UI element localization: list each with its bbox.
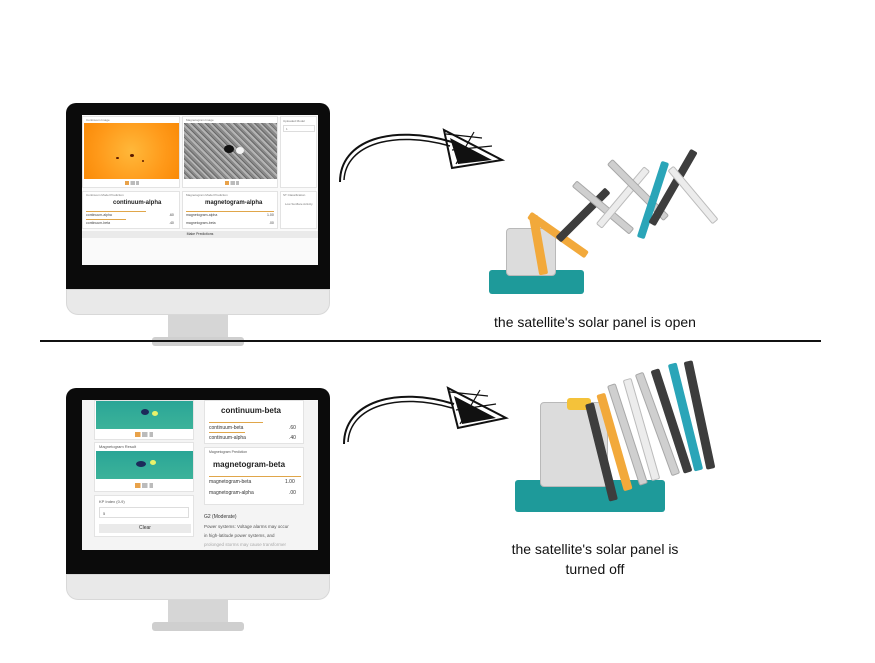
prediction-row-value: .60 xyxy=(169,213,174,217)
magnetogram-prediction-panel: Magnetogram Prediction magnetogram-beta … xyxy=(204,447,304,505)
satellite-model-open xyxy=(484,140,734,300)
top-monitor: Continuum Image Magnetogram Image Upload… xyxy=(66,103,330,346)
confidence-bar xyxy=(209,422,263,423)
continuum-result-image xyxy=(96,401,193,429)
storm-description-line: Power systems: Voltage alarms may occur xyxy=(204,524,289,529)
magnetogram-prediction-heading: magnetogram-beta xyxy=(213,460,286,469)
confidence-bar xyxy=(186,211,274,212)
prediction-row-label: magnetogram-alpha xyxy=(209,490,254,496)
solar-panel-beam xyxy=(667,165,719,225)
section-divider xyxy=(40,340,821,342)
caption-bottom-line1: the satellite's solar panel is xyxy=(511,541,679,557)
confidence-bar xyxy=(86,219,126,220)
magnetogram-prediction-label: Magnetogram Prediction xyxy=(209,450,248,454)
magnetogram-prediction-panel: Magnetogram Model Prediction magnetogram… xyxy=(182,191,278,229)
monitor-stand-neck xyxy=(168,315,228,339)
magnetogram-result-image xyxy=(96,451,193,479)
caption-bottom-line2: turned off xyxy=(565,561,625,577)
satellite-body-sticker xyxy=(567,398,591,410)
storm-description-line: prolonged storms may cause transformer xyxy=(204,542,287,547)
prediction-row-label: continuum-beta xyxy=(86,221,111,225)
prediction-row-value: .00 xyxy=(289,490,296,496)
monitor-stand-neck xyxy=(168,600,228,624)
continuum-prediction-heading: continuum-alpha xyxy=(113,200,162,206)
magnetogram-result-label: Magnetogram Result xyxy=(99,444,137,449)
caption-top: the satellite's solar panel is open xyxy=(494,314,696,330)
confidence-bar xyxy=(209,432,245,433)
clear-button[interactable]: Clear xyxy=(99,524,191,533)
uploaded-model-input[interactable]: 1 xyxy=(283,125,315,132)
continuum-prediction-panel: continuum-beta continuum-beta .60 contin… xyxy=(204,400,304,444)
image-toolbar-icons[interactable] xyxy=(135,432,153,437)
continuum-prediction-panel: Continuum Model Prediction continuum-alp… xyxy=(82,191,180,229)
storm-info-panel: G2 (Moderate) Power systems: Voltage ala… xyxy=(204,508,312,550)
magnetogram-image-label: Magnetogram Image xyxy=(186,118,214,122)
confidence-bar xyxy=(86,211,146,212)
uploaded-model-value: 1 xyxy=(286,127,288,131)
prediction-row-value: 1.00 xyxy=(285,479,295,485)
classification-label: ST Classification xyxy=(283,193,306,197)
prediction-row-label: magnetogram-alpha xyxy=(186,213,218,217)
prediction-row-value: .60 xyxy=(289,425,296,431)
prediction-row-label: continuum-beta xyxy=(209,425,244,431)
monitor-chin xyxy=(66,289,330,315)
kp-index-panel: KP Index (0-9) 5 Clear xyxy=(94,495,194,537)
prediction-row-label: continuum-alpha xyxy=(209,435,246,441)
prediction-row-value: .40 xyxy=(169,221,174,225)
prediction-row-value: .00 xyxy=(269,221,274,225)
magnetogram-image-panel: Magnetogram Image xyxy=(182,116,278,188)
make-predictions-button[interactable]: Make Predictions xyxy=(82,231,318,238)
kp-index-label: KP Index (0-9) xyxy=(99,499,125,504)
continuum-image-label: Continuum Image xyxy=(86,118,110,122)
image-toolbar-icons[interactable] xyxy=(135,483,153,488)
prediction-row-value: .40 xyxy=(289,435,296,441)
continuum-sun-image xyxy=(84,123,179,179)
confidence-bar xyxy=(209,476,301,477)
magnetogram-image xyxy=(184,123,277,179)
prediction-row-value: 1.00 xyxy=(267,213,274,217)
uploaded-model-label: Uploaded Model xyxy=(283,119,305,123)
bottom-monitor: Magnetogram Result KP Index (0-9) 5 Clea… xyxy=(66,388,330,631)
kp-index-value: 5 xyxy=(103,511,106,516)
classification-panel: ST Classification Low Sunflare Activity xyxy=(280,191,317,229)
continuum-result-panel xyxy=(94,400,194,440)
arrow-bottom xyxy=(343,386,509,445)
uploaded-model-panel: Uploaded Model 1 xyxy=(280,116,317,188)
satellite-model-folded xyxy=(505,352,725,522)
prediction-row-label: magnetogram-beta xyxy=(209,479,252,485)
continuum-image-panel: Continuum Image xyxy=(82,116,180,188)
image-toolbar-icons[interactable] xyxy=(125,181,139,185)
bottom-app-screen: Magnetogram Result KP Index (0-9) 5 Clea… xyxy=(82,400,318,550)
monitor-stand-foot xyxy=(152,622,244,631)
prediction-row-label: magnetogram-beta xyxy=(186,221,216,225)
continuum-prediction-label: Continuum Model Prediction xyxy=(86,193,124,197)
storm-description-line: in high-latitude power systems, and xyxy=(204,533,275,538)
magnetogram-prediction-label: Magnetogram Model Prediction xyxy=(186,193,228,197)
magnetogram-result-panel: Magnetogram Result xyxy=(94,442,194,492)
kp-index-input[interactable]: 5 xyxy=(99,507,189,518)
storm-level-title: G2 (Moderate) xyxy=(204,514,237,520)
monitor-chin xyxy=(66,574,330,600)
satellite-body xyxy=(506,228,556,276)
prediction-row-label: continuum-alpha xyxy=(86,213,112,217)
image-toolbar-icons[interactable] xyxy=(225,181,239,185)
magnetogram-prediction-heading: magnetogram-alpha xyxy=(205,200,263,206)
arrow-top xyxy=(339,128,506,183)
classification-value: Low Sunflare Activity xyxy=(285,202,313,206)
top-app-screen: Continuum Image Magnetogram Image Upload… xyxy=(82,115,318,265)
continuum-prediction-heading: continuum-beta xyxy=(221,406,281,415)
